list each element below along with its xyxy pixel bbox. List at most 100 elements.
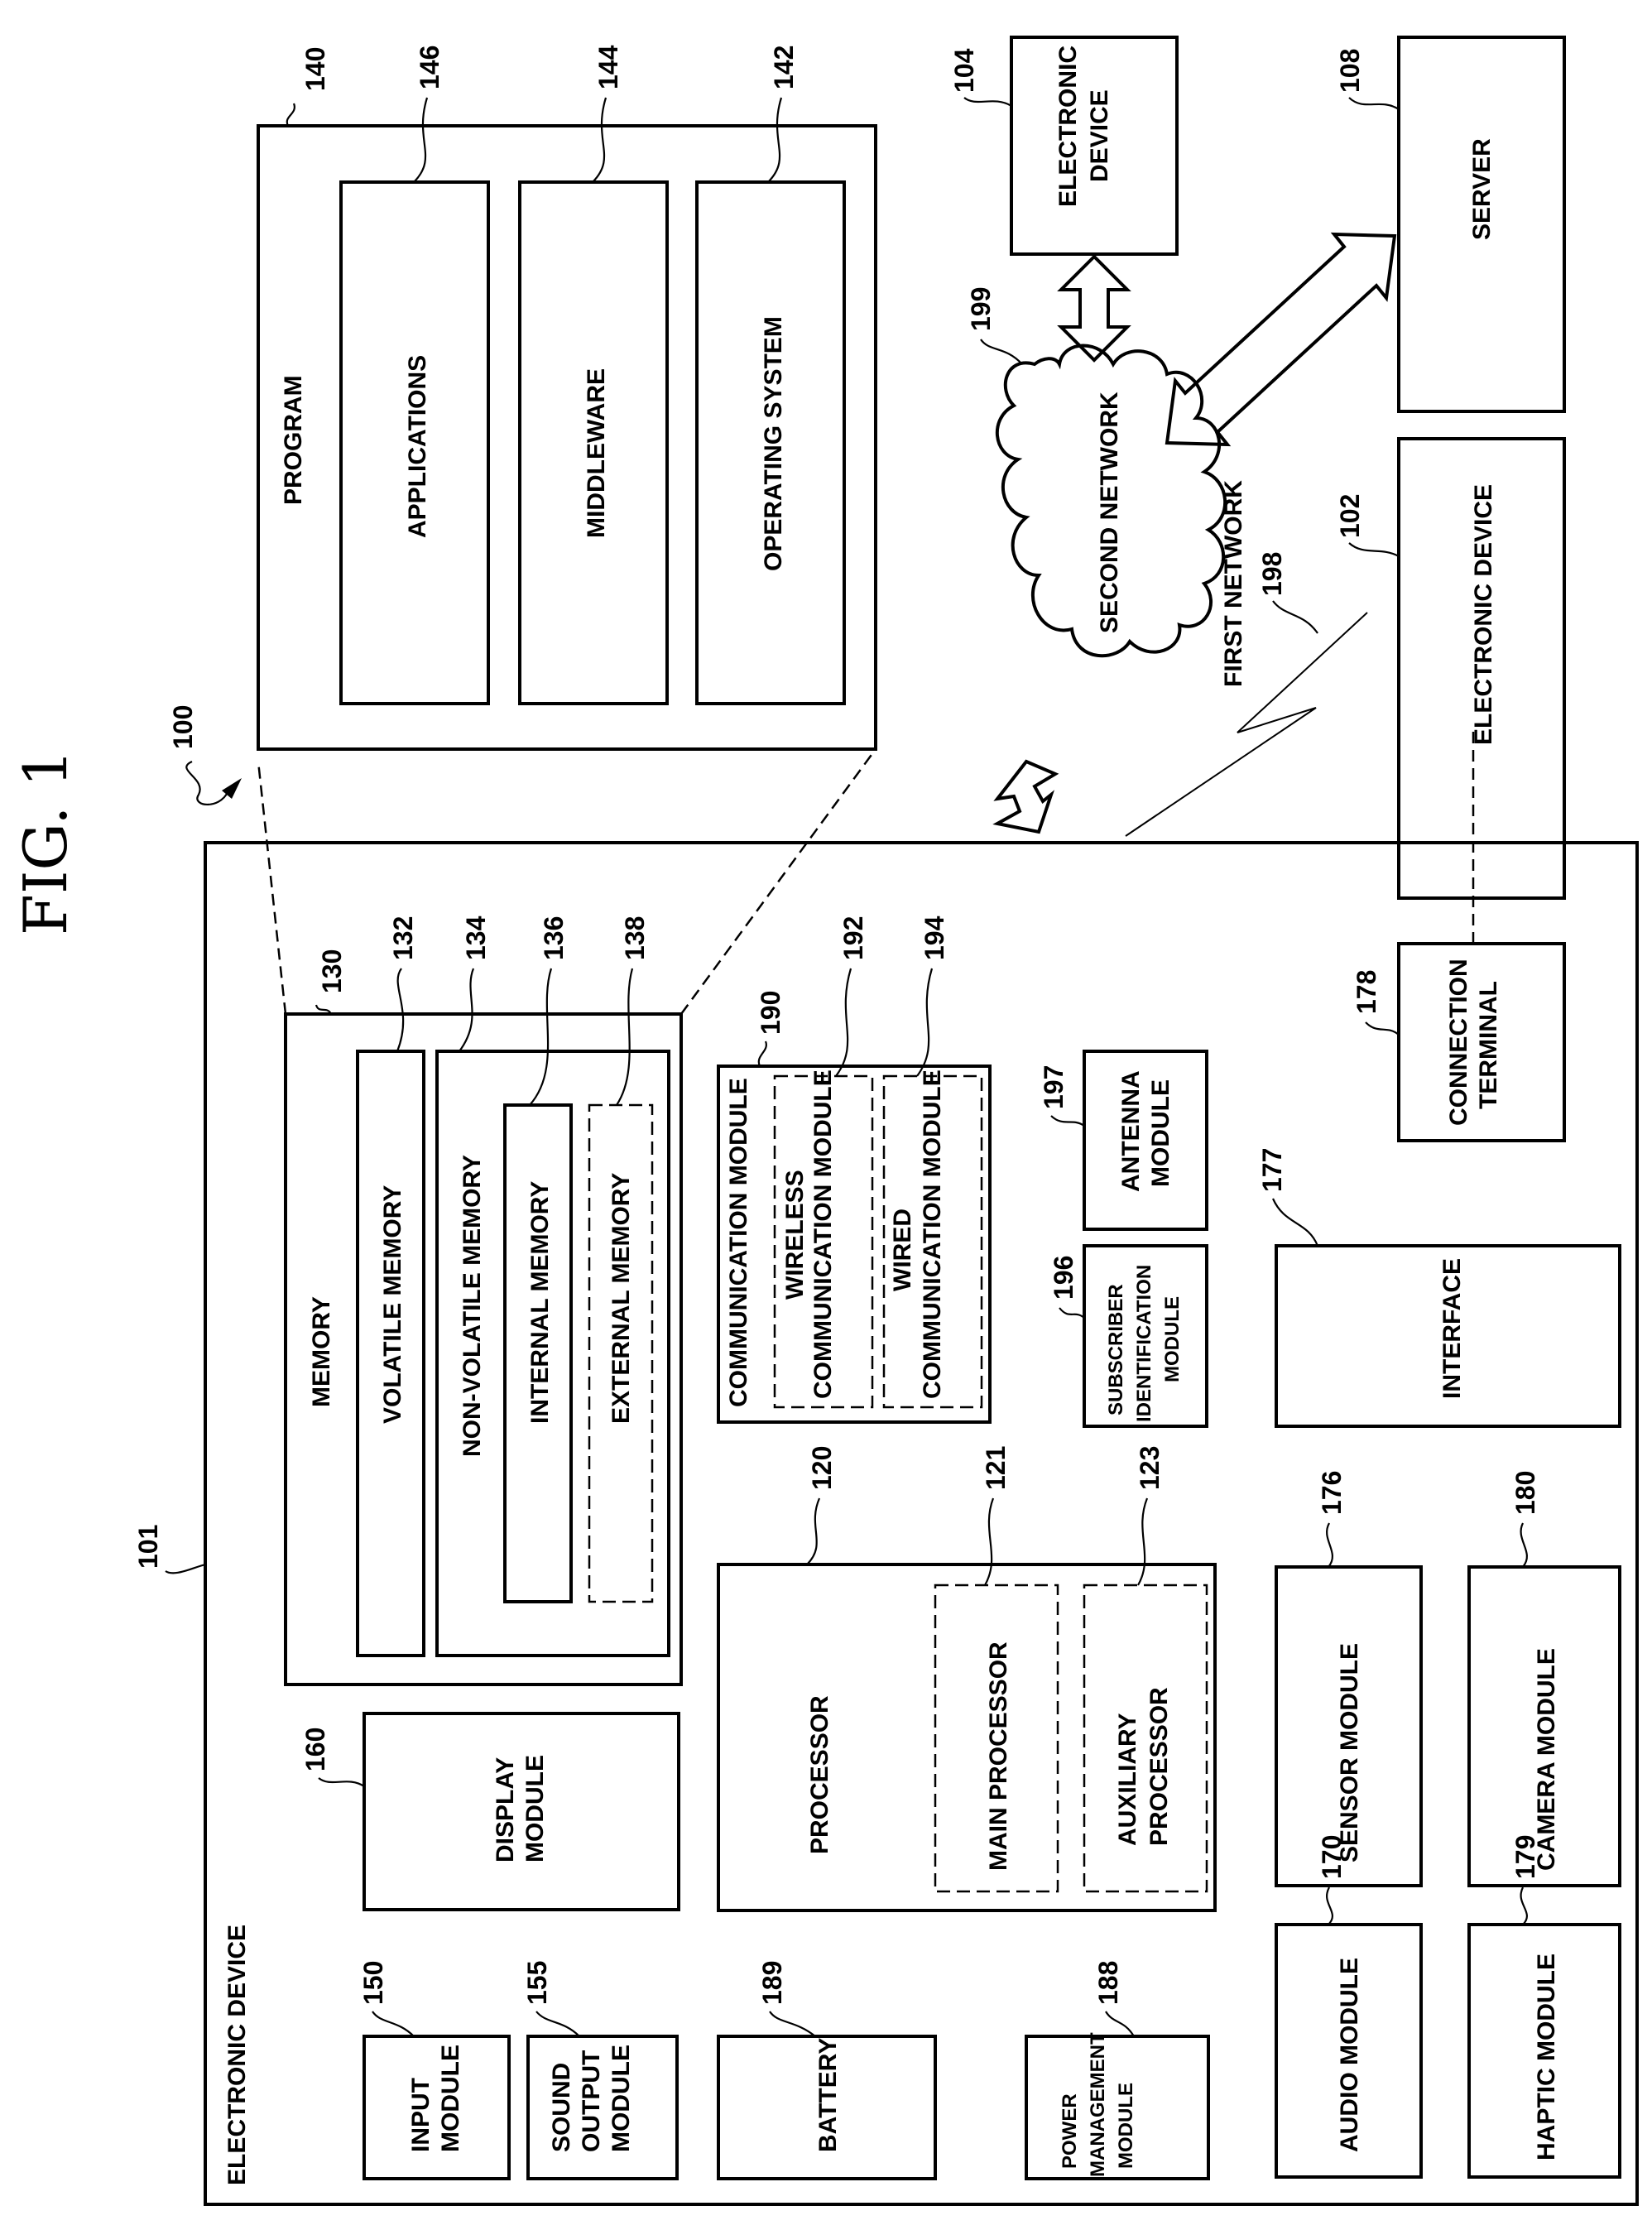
leader-wired xyxy=(917,968,932,1076)
ref-middleware: 144 xyxy=(593,45,623,89)
input-label-2: MODULE xyxy=(437,2045,464,2152)
battery-label: BATTERY xyxy=(814,2038,842,2152)
leader-second-network xyxy=(981,339,1022,364)
sensor-label: SENSOR MODULE xyxy=(1336,1643,1363,1862)
leader-sim xyxy=(1059,1308,1084,1318)
first-network-label: FIRST NETWORK xyxy=(1220,480,1247,687)
ref-memory: 130 xyxy=(317,949,347,993)
ref-server: 108 xyxy=(1335,49,1365,93)
ext-device-104-label-1: ELECTRONIC xyxy=(1054,46,1082,207)
ref-audio: 170 xyxy=(1317,1835,1347,1879)
leader-audio xyxy=(1327,1887,1333,1925)
ref-os: 142 xyxy=(769,46,799,89)
arrow-network-to-ext-device-104 xyxy=(1061,257,1127,360)
haptic-label: HAPTIC MODULE xyxy=(1533,1954,1560,2160)
ref-power: 188 xyxy=(1093,1961,1123,2005)
leader-first-network xyxy=(1273,601,1318,633)
leader-program xyxy=(287,103,295,126)
wired-label-2: COMMUNICATION MODULE xyxy=(919,1069,946,1399)
ref-nonvolatile: 134 xyxy=(461,916,491,960)
nonvolatile-memory-label: NON-VOLATILE MEMORY xyxy=(459,1155,486,1457)
leader-system xyxy=(186,762,230,805)
leader-antenna xyxy=(1051,1116,1084,1126)
sim-label-2: IDENTIFICATION xyxy=(1133,1265,1155,1422)
ref-sim: 196 xyxy=(1049,1256,1078,1300)
server-label: SERVER xyxy=(1468,138,1496,240)
leader-power xyxy=(1106,2011,1134,2036)
leader-haptic xyxy=(1521,1887,1527,1925)
sim-label-1: SUBSCRIBER xyxy=(1105,1284,1127,1415)
ref-wired: 194 xyxy=(920,916,949,960)
aux-processor-label-1: AUXILIARY xyxy=(1114,1713,1141,1846)
middleware-label: MIDDLEWARE xyxy=(583,368,610,538)
zoom-line-right xyxy=(681,749,876,1014)
ref-ext-device-102: 102 xyxy=(1335,494,1365,538)
antenna-box xyxy=(1084,1051,1207,1229)
ref-interface: 177 xyxy=(1257,1148,1287,1192)
sim-label-3: MODULE xyxy=(1161,1296,1184,1382)
figure-title: FIG. 1 xyxy=(11,749,80,935)
internal-memory-label: INTERNAL MEMORY xyxy=(526,1181,554,1424)
leader-server xyxy=(1349,98,1399,109)
antenna-label-2: MODULE xyxy=(1147,1079,1174,1187)
os-label: OPERATING SYSTEM xyxy=(760,316,787,571)
main-processor-label: MAIN PROCESSOR xyxy=(985,1641,1012,1871)
leader-external xyxy=(617,968,632,1105)
applications-label: APPLICATIONS xyxy=(404,355,431,538)
program-label: PROGRAM xyxy=(280,375,307,505)
leader-wireless xyxy=(836,968,851,1076)
interface-label: INTERFACE xyxy=(1438,1258,1466,1399)
display-label-1: DISPLAY xyxy=(492,1757,519,1862)
leader-camera xyxy=(1521,1523,1527,1567)
wired-label-1: WIRED xyxy=(889,1209,916,1291)
ref-comm: 190 xyxy=(756,991,785,1035)
terminal-label-1: CONNECTION xyxy=(1445,959,1472,1126)
power-label-2: MANAGEMENT xyxy=(1087,2032,1109,2177)
device-label: ELECTRONIC DEVICE xyxy=(223,1925,251,2185)
leader-internal xyxy=(530,968,551,1105)
power-label-1: POWER xyxy=(1059,2093,1081,2169)
ref-camera: 180 xyxy=(1510,1471,1540,1515)
ref-antenna: 197 xyxy=(1039,1065,1069,1109)
leader-middleware xyxy=(593,98,606,182)
second-network-label: SECOND NETWORK xyxy=(1096,392,1123,633)
comm-box xyxy=(718,1066,990,1422)
external-memory-label: EXTERNAL MEMORY xyxy=(607,1173,635,1424)
leader-processor xyxy=(807,1498,819,1564)
leader-sound xyxy=(536,2011,579,2036)
leader-battery xyxy=(770,2011,815,2036)
terminal-label-2: TERMINAL xyxy=(1475,981,1502,1109)
audio-label: AUDIO MODULE xyxy=(1336,1958,1363,2152)
input-label-1: INPUT xyxy=(407,2078,435,2152)
ref-input: 150 xyxy=(358,1961,388,2005)
leader-input xyxy=(372,2011,414,2036)
antenna-label-1: ANTENNA xyxy=(1117,1070,1145,1192)
ref-main-processor: 121 xyxy=(981,1446,1011,1490)
leader-ext-device-102 xyxy=(1349,543,1399,556)
memory-label: MEMORY xyxy=(308,1296,335,1407)
ref-terminal: 178 xyxy=(1352,970,1381,1014)
sound-label-3: MODULE xyxy=(607,2045,635,2152)
ref-program: 140 xyxy=(300,47,330,91)
ref-aux-processor: 123 xyxy=(1135,1446,1165,1490)
wireless-label-1: WIRELESS xyxy=(781,1170,809,1300)
leader-terminal xyxy=(1366,1022,1399,1035)
power-label-3: MODULE xyxy=(1115,2083,1137,2169)
ext-device-102-label: ELECTRONIC DEVICE xyxy=(1470,484,1497,745)
aux-processor-label-2: PROCESSOR xyxy=(1145,1687,1173,1846)
leader-ext-device-104 xyxy=(964,98,1011,106)
leader-main-processor xyxy=(985,1498,993,1585)
ref-battery: 189 xyxy=(757,1961,787,2005)
leader-nonvolatile xyxy=(459,968,473,1051)
sound-label-1: SOUND xyxy=(548,2063,575,2152)
leader-volatile xyxy=(397,968,403,1051)
arrow-network-to-device xyxy=(997,762,1055,832)
ref-second-network: 199 xyxy=(966,287,996,331)
sound-label-2: OUTPUT xyxy=(578,2050,605,2152)
leader-comm xyxy=(759,1041,766,1066)
comm-label: COMMUNICATION MODULE xyxy=(725,1078,752,1407)
ref-volatile: 132 xyxy=(388,916,418,960)
wireless-label-2: COMMUNICATION MODULE xyxy=(809,1069,837,1399)
leader-sensor xyxy=(1327,1523,1333,1567)
